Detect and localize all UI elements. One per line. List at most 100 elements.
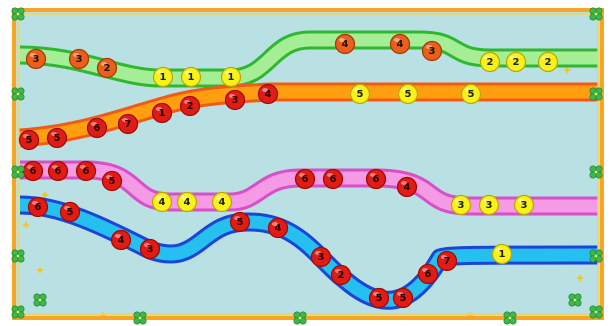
ball[interactable]: 4 xyxy=(176,191,198,213)
ball[interactable]: 6 xyxy=(417,263,439,285)
ball-disc xyxy=(176,191,198,213)
ball[interactable]: 1 xyxy=(180,66,202,88)
ball-disc xyxy=(86,117,108,139)
ball-number: 6 xyxy=(425,269,432,280)
ball[interactable]: 3 xyxy=(25,48,47,70)
ball-disc xyxy=(152,66,174,88)
ball[interactable]: 4 xyxy=(211,191,233,213)
sparkle-icon xyxy=(41,191,49,199)
ball[interactable]: 3 xyxy=(421,40,443,62)
ball[interactable]: 3 xyxy=(68,48,90,70)
ball[interactable]: 1 xyxy=(491,243,513,265)
ball[interactable]: 5 xyxy=(59,201,81,223)
clover-icon xyxy=(589,305,603,319)
ball[interactable]: 6 xyxy=(22,160,44,182)
ball[interactable]: 7 xyxy=(117,113,139,135)
ball[interactable]: 7 xyxy=(436,250,458,272)
ball[interactable]: 4 xyxy=(389,33,411,55)
ball[interactable]: 5 xyxy=(460,83,482,105)
clover-icon xyxy=(11,305,25,319)
ball[interactable]: 3 xyxy=(139,238,161,260)
ball[interactable]: 4 xyxy=(267,217,289,239)
ball[interactable]: 2 xyxy=(479,51,501,73)
ball-disc xyxy=(436,250,458,272)
ball[interactable]: 6 xyxy=(86,117,108,139)
ball-shine xyxy=(52,165,58,169)
ball-disc xyxy=(257,83,279,105)
ball-disc xyxy=(25,48,47,70)
ball-number: 5 xyxy=(400,293,407,304)
ball-shine xyxy=(426,45,432,49)
ball[interactable]: 5 xyxy=(368,287,390,309)
ball[interactable]: 2 xyxy=(505,51,527,73)
ball-number: 1 xyxy=(499,249,506,260)
ball-number: 5 xyxy=(237,217,244,228)
ball-number: 7 xyxy=(125,119,132,130)
ball-disc xyxy=(110,229,132,251)
ball-disc xyxy=(460,83,482,105)
ball[interactable]: 5 xyxy=(101,170,123,192)
ball[interactable]: 4 xyxy=(396,176,418,198)
ball-number: 3 xyxy=(76,54,83,65)
ball[interactable]: 5 xyxy=(18,129,40,151)
ball[interactable]: 2 xyxy=(330,264,352,286)
ball[interactable]: 3 xyxy=(224,89,246,111)
ball-disc xyxy=(179,95,201,117)
ball-number: 1 xyxy=(188,72,195,83)
ball[interactable]: 6 xyxy=(294,168,316,190)
clover-icon xyxy=(11,165,25,179)
ball-number: 3 xyxy=(429,46,436,57)
ball-disc xyxy=(59,201,81,223)
ball[interactable]: 1 xyxy=(220,66,242,88)
ball[interactable]: 4 xyxy=(151,191,173,213)
ball-disc xyxy=(368,287,390,309)
ball-disc xyxy=(229,211,251,233)
ball-shine xyxy=(455,199,461,203)
ball[interactable]: 2 xyxy=(179,95,201,117)
ball[interactable]: 4 xyxy=(257,83,279,105)
ball-number: 4 xyxy=(118,235,125,246)
ball[interactable]: 6 xyxy=(75,160,97,182)
ball[interactable]: 6 xyxy=(322,168,344,190)
lane-3-track xyxy=(20,163,598,213)
ball[interactable]: 5 xyxy=(349,83,371,105)
ball-number: 5 xyxy=(468,89,475,100)
ball-shine xyxy=(106,175,112,179)
ball[interactable]: 5 xyxy=(229,211,251,233)
ball-number: 3 xyxy=(521,200,528,211)
ball[interactable]: 6 xyxy=(365,168,387,190)
ball-shine xyxy=(144,243,150,247)
ball-number: 3 xyxy=(458,200,465,211)
ball[interactable]: 5 xyxy=(46,127,68,149)
ball-number: 4 xyxy=(219,197,226,208)
ball[interactable]: 4 xyxy=(110,229,132,251)
ball[interactable]: 1 xyxy=(151,102,173,124)
ball-shine xyxy=(30,53,36,57)
ball-number: 2 xyxy=(104,63,111,74)
ball[interactable]: 3 xyxy=(310,246,332,268)
ball[interactable]: 3 xyxy=(450,194,472,216)
ball[interactable]: 1 xyxy=(152,66,174,88)
ball[interactable]: 4 xyxy=(334,33,356,55)
sparkle-icon xyxy=(36,266,44,274)
clover-icon xyxy=(503,311,517,325)
ball[interactable]: 5 xyxy=(397,83,419,105)
ball[interactable]: 6 xyxy=(47,160,69,182)
ball[interactable]: 6 xyxy=(27,196,49,218)
ball-number: 3 xyxy=(147,244,154,255)
ball-shine xyxy=(465,88,471,92)
ball[interactable]: 2 xyxy=(537,51,559,73)
sparkle-icon xyxy=(466,311,474,319)
ball[interactable]: 3 xyxy=(478,194,500,216)
ball-number: 5 xyxy=(357,89,364,100)
ball[interactable]: 5 xyxy=(392,287,414,309)
ball[interactable]: 2 xyxy=(96,57,118,79)
board-frame-inner xyxy=(17,13,599,315)
ball-shine xyxy=(91,122,97,126)
ball-shine xyxy=(181,196,187,200)
ball-number: 3 xyxy=(318,252,325,263)
ball-number: 5 xyxy=(405,89,412,100)
ball-disc xyxy=(27,196,49,218)
ball[interactable]: 3 xyxy=(513,194,535,216)
